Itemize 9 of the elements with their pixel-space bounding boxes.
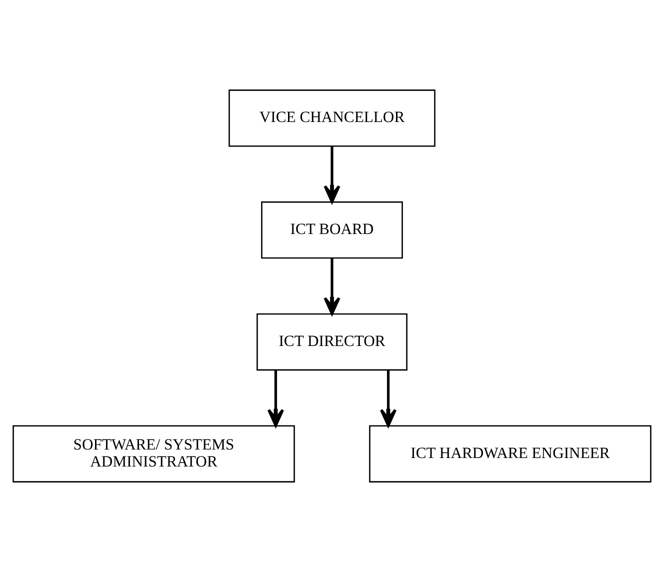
node-box: VICE CHANCELLOR [228, 90, 436, 147]
arrow [324, 258, 340, 316]
node-box: ICT BOARD [261, 201, 403, 259]
node-box: SOFTWARE/ SYSTEMS ADMINISTRATOR [12, 425, 295, 482]
arrow [380, 370, 397, 427]
node-box: ICT DIRECTOR [256, 313, 408, 371]
arrow [267, 370, 284, 427]
node-box: ICT HARDWARE ENGINEER [369, 425, 652, 482]
arrow [324, 146, 340, 204]
